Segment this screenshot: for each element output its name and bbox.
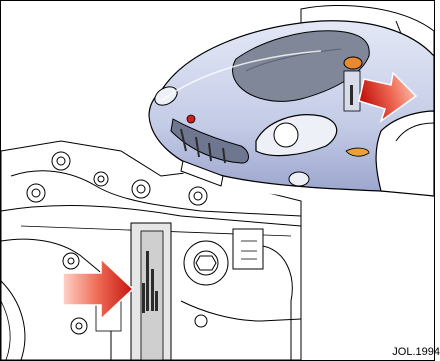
red-arrow-engine — [62, 257, 135, 321]
car-illustration — [148, 1, 435, 221]
red-arrow-car — [358, 71, 418, 123]
bolt-row-upper — [26, 151, 208, 206]
reference-code: JOL.1994 — [392, 346, 440, 358]
engine-bay-illustration — [0, 140, 302, 361]
dipstick-marks — [142, 251, 158, 313]
oil-filler-cap — [343, 56, 363, 70]
jaguar-badge — [186, 114, 196, 124]
